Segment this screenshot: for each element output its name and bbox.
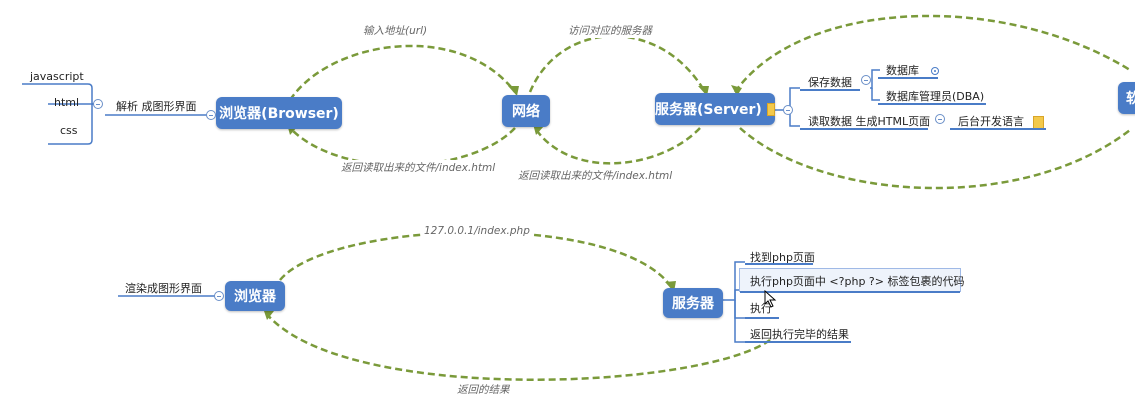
render-label: 渲染成图形界面	[125, 282, 202, 295]
arc-label-request: 127.0.0.1/index.php	[423, 225, 531, 237]
arc-label-return: 返回的结果	[456, 382, 511, 397]
server-node-label: 服务器(Server)	[655, 102, 762, 118]
collapse-toggle[interactable]	[214, 291, 224, 301]
leaf-html: html	[54, 96, 80, 109]
leaf-javascript: javascript	[30, 70, 84, 83]
step-find-php: 找到php页面	[750, 251, 815, 264]
leaf-backend-language: 后台开发语言	[958, 113, 1044, 129]
offscreen-node[interactable]: 软	[1118, 82, 1135, 114]
step-execute: 执行	[750, 302, 772, 315]
note-icon	[1032, 115, 1044, 129]
network-node[interactable]: 网络	[502, 95, 550, 127]
browser-parse-label: 解析 成图形界面	[116, 100, 197, 113]
database-label: 数据库	[886, 64, 919, 77]
collapse-toggle[interactable]	[783, 105, 793, 115]
note-icon	[766, 102, 775, 116]
leaf-database: 数据库	[886, 62, 939, 78]
step-execute-php-tag[interactable]: 执行php页面中 <?php ?> 标签包裹的代码	[750, 275, 965, 288]
arc-network-to-server	[528, 34, 707, 93]
server-save-data: 保存数据	[808, 76, 852, 89]
collapse-toggle[interactable]	[93, 99, 103, 109]
selected-node-box[interactable]	[739, 268, 961, 292]
arc-label-url: 输入地址(url)	[362, 23, 429, 38]
mouse-cursor-icon	[764, 290, 777, 308]
arc-server-to-network	[533, 127, 701, 165]
leaf-css: css	[60, 124, 78, 137]
arc-request	[279, 231, 674, 289]
arc-label-return-2: 返回读取出来的文件/index.html	[517, 168, 674, 183]
browser-node-bottom[interactable]: 浏览器	[225, 281, 285, 311]
leaf-dba: 数据库管理员(DBA)	[886, 90, 985, 103]
server-node-bottom[interactable]: 服务器	[663, 288, 723, 318]
arc-browser-to-network	[288, 44, 516, 101]
arc-label-return-1: 返回读取出来的文件/index.html	[340, 160, 497, 175]
arc-return	[264, 311, 771, 381]
step-return-result: 返回执行完毕的结果	[750, 328, 849, 341]
server-node[interactable]: 服务器(Server)	[655, 93, 775, 125]
server-read-data: 读取数据 生成HTML页面	[808, 115, 931, 128]
arc-network-to-browser	[289, 127, 516, 167]
arc-label-access-server: 访问对应的服务器	[567, 23, 653, 38]
backend-language-label: 后台开发语言	[958, 115, 1024, 128]
collapse-toggle[interactable]	[935, 114, 945, 124]
collapse-toggle[interactable]	[861, 75, 871, 85]
arc-server-loop	[733, 14, 1131, 93]
link-icon	[930, 67, 939, 75]
collapse-toggle[interactable]	[206, 110, 216, 120]
browser-node[interactable]: 浏览器(Browser)	[216, 97, 342, 129]
arc-loop-return	[739, 127, 1131, 190]
